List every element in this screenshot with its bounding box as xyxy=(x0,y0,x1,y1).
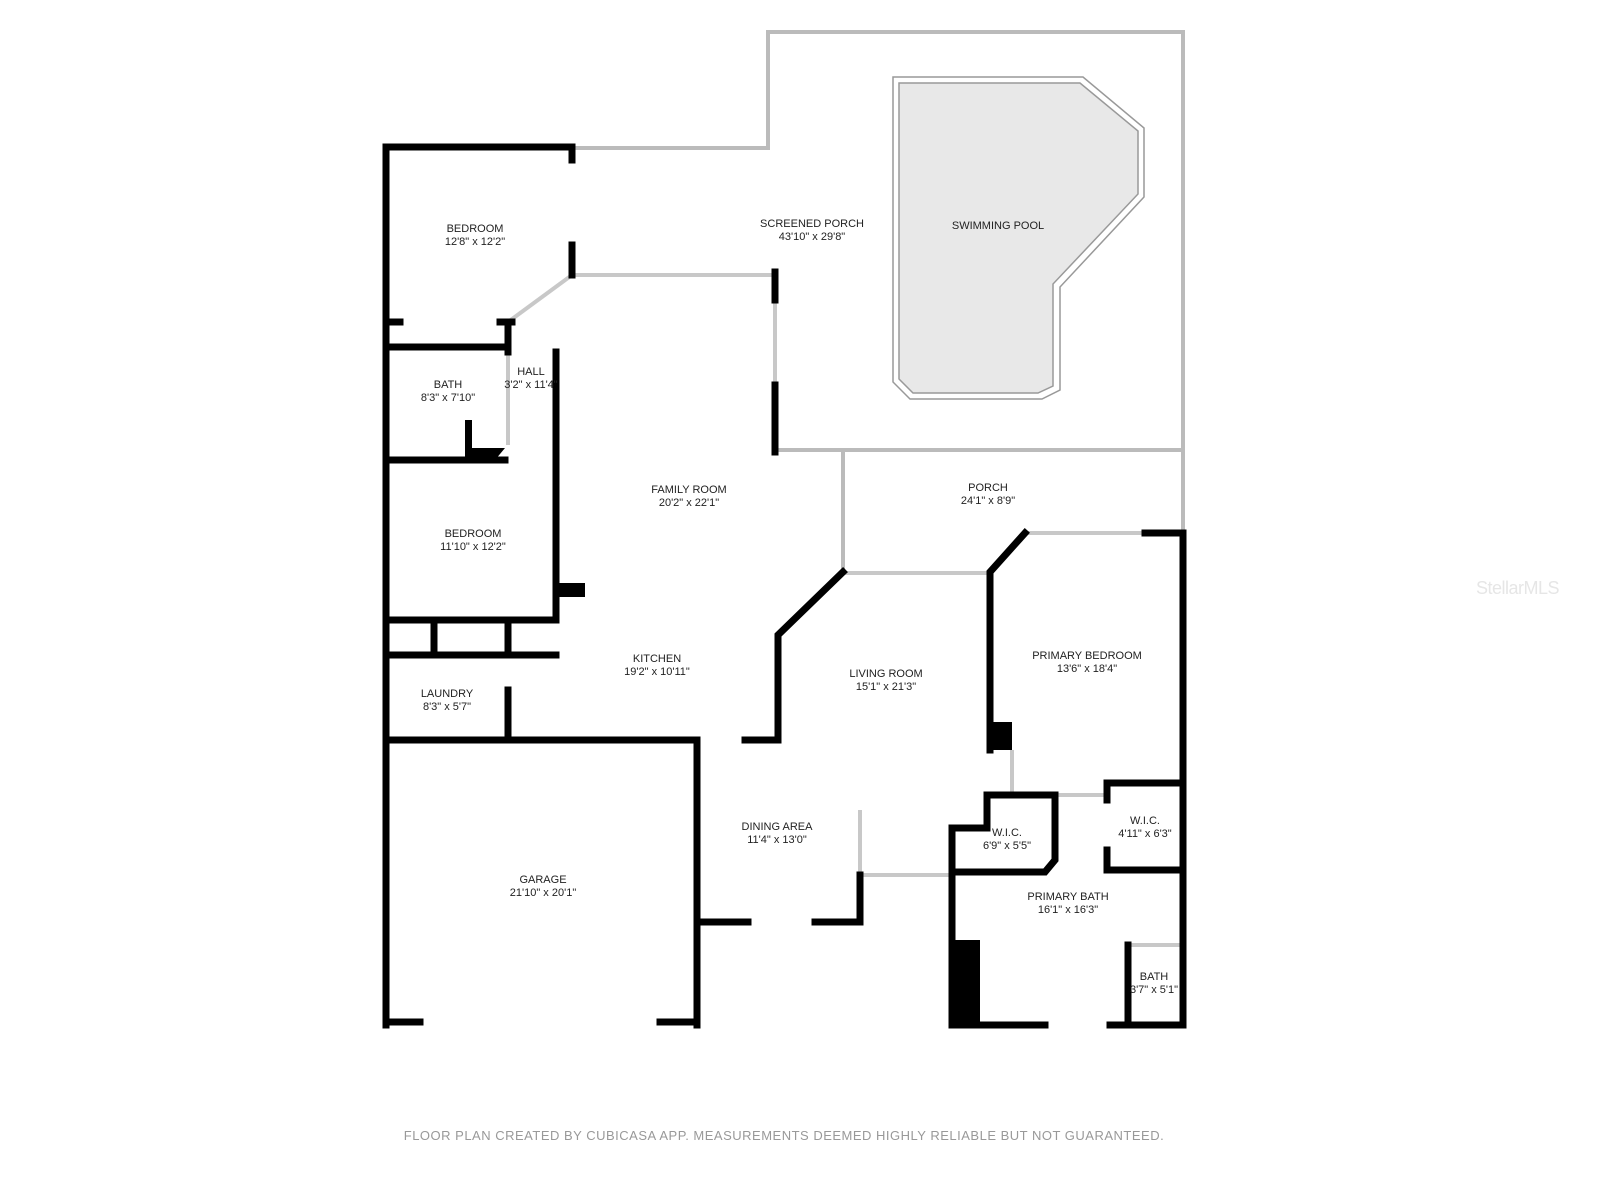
room-name: KITCHEN xyxy=(632,653,682,665)
room-dims: 20'2" x 22'1" xyxy=(658,497,720,509)
footer-disclaimer: FLOOR PLAN CREATED BY CUBICASA APP. MEAS… xyxy=(403,1128,1165,1143)
room-label-swimming-pool: SWIMMING POOL xyxy=(952,220,1044,233)
room-dims: 12'8" x 12'2" xyxy=(444,236,506,248)
room-dims: 6'9" x 5'5" xyxy=(982,840,1032,852)
room-dims: 4'11" x 6'3" xyxy=(1118,828,1172,840)
room-dims: 8'3" x 5'7" xyxy=(422,701,472,713)
room-label-wic-1: W.I.C.6'9" x 5'5" xyxy=(983,827,1031,853)
room-name: DINING AREA xyxy=(741,821,813,833)
room-dims: 13'6" x 18'4" xyxy=(1056,663,1118,675)
room-dims: 11'4" x 13'0" xyxy=(747,834,807,846)
room-name: BEDROOM xyxy=(446,223,504,235)
room-name: PRIMARY BEDROOM xyxy=(1032,650,1142,662)
room-name: LAUNDRY xyxy=(420,688,474,700)
room-name: BATH xyxy=(1139,971,1169,983)
room-name: PORCH xyxy=(968,482,1008,494)
room-dims: 3'2" x 11'4" xyxy=(504,379,558,391)
room-name: LIVING ROOM xyxy=(849,668,923,680)
room-name: GARAGE xyxy=(519,874,567,886)
room-name: BEDROOM xyxy=(444,528,502,540)
room-dims: 24'1" x 8'9" xyxy=(960,495,1016,507)
room-name: SWIMMING POOL xyxy=(951,220,1045,232)
room-dims: 3'7" x 5'1" xyxy=(1129,984,1179,996)
room-name: BATH xyxy=(433,379,463,391)
room-dims: 15'1" x 21'3" xyxy=(855,681,917,693)
watermark: StellarMLS xyxy=(1476,578,1560,598)
windows xyxy=(506,273,1180,947)
room-name: FAMILY ROOM xyxy=(651,484,727,496)
room-dims: 16'1" x 16'3" xyxy=(1037,904,1099,916)
room-dims: 8'3" x 7'10" xyxy=(420,392,476,404)
room-name: HALL xyxy=(517,366,545,378)
room-name: SCREENED PORCH xyxy=(760,218,864,230)
swimming-pool xyxy=(892,76,1145,400)
room-dims: 11'10" x 12'2" xyxy=(440,541,506,553)
room-dims: 43'10" x 29'8" xyxy=(778,231,846,243)
screen-walls xyxy=(572,30,1185,1025)
room-label-wic-2: W.I.C.4'11" x 6'3" xyxy=(1118,815,1171,841)
room-name: W.I.C. xyxy=(1130,815,1160,827)
room-dims: 21'10" x 20'1" xyxy=(509,887,577,899)
wall-blocks xyxy=(465,420,1012,1022)
walls xyxy=(382,143,1187,1029)
room-name: PRIMARY BATH xyxy=(1027,891,1109,903)
room-name: W.I.C. xyxy=(992,827,1022,839)
room-dims: 19'2" x 10'11" xyxy=(624,666,690,678)
